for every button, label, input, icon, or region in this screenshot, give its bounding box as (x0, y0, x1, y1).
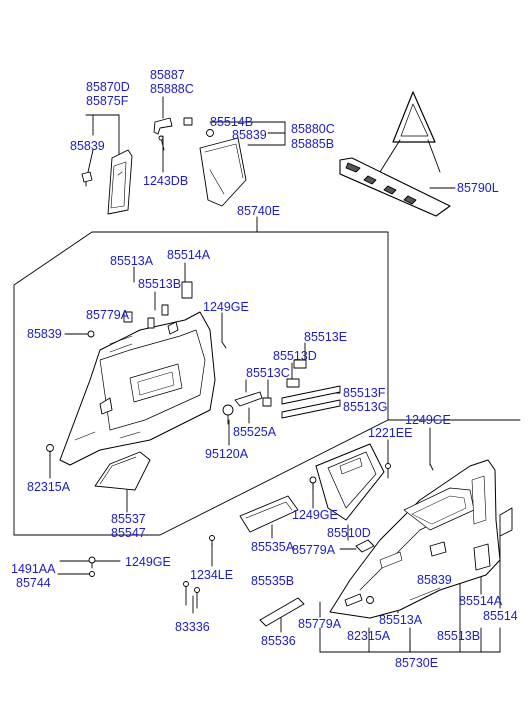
label-1221EE: 1221EE (368, 426, 413, 440)
label-85779A: 85779A (86, 308, 130, 322)
side-cover-part (94, 451, 151, 491)
label-82315A: 82315A (347, 629, 391, 643)
luggage-tray-part (315, 443, 385, 521)
label-85875F: 85875F (86, 94, 129, 108)
label-85514B: 85514B (210, 115, 254, 129)
label-1249GE: 1249GE (125, 555, 171, 569)
label-85513C: 85513C (246, 366, 290, 380)
pillar-trim-part (107, 149, 133, 215)
cover-part (183, 117, 247, 207)
label-85870D: 85870D (86, 80, 130, 94)
label-85547: 85547 (111, 526, 146, 540)
right-quarter-trim (329, 459, 513, 619)
label-85740E: 85740E (237, 204, 281, 218)
label-85880C: 85880C (291, 122, 335, 136)
label-85514A: 85514A (459, 594, 503, 608)
label-85513F: 85513F (343, 386, 386, 400)
label-1491AA: 1491AA (11, 562, 56, 576)
label-85537: 85537 (111, 512, 146, 526)
fasteners-right (309, 463, 434, 491)
label-85513B: 85513B (138, 277, 182, 291)
fasteners-left (46, 330, 227, 457)
label-85744: 85744 (16, 576, 51, 590)
label-82315A: 82315A (27, 480, 71, 494)
hook-bracket-part (222, 379, 263, 425)
warning-triangle-kit (339, 91, 451, 217)
fasteners-bottom-right (344, 593, 374, 607)
label-85513G: 85513G (343, 400, 388, 414)
label-85730E: 85730E (395, 656, 439, 670)
label-85536: 85536 (261, 634, 296, 648)
label-85839: 85839 (417, 573, 452, 587)
clip-set-part (183, 581, 200, 609)
left-quarter-trim (59, 311, 216, 466)
label-85839: 85839 (70, 139, 105, 153)
label-plates (123, 281, 341, 419)
label-85510D: 85510D (327, 526, 371, 540)
label-83336: 83336 (175, 620, 210, 634)
label-85514: 85514 (483, 609, 518, 623)
label-95120A: 95120A (205, 447, 249, 461)
label-1249GE: 1249GE (405, 413, 451, 427)
label-85887: 85887 (150, 68, 185, 82)
label-85535B: 85535B (251, 574, 295, 588)
label-1243DB: 1243DB (143, 174, 189, 188)
fasteners-bottom-left (88, 535, 215, 577)
label-85535A: 85535A (251, 540, 295, 554)
label-85513A: 85513A (379, 613, 423, 627)
clip-part (81, 171, 93, 187)
handle-part (355, 539, 375, 553)
label-85888C: 85888C (150, 82, 194, 96)
label-85525A: 85525A (233, 425, 277, 439)
label-85513A: 85513A (110, 254, 154, 268)
label-85513D: 85513D (273, 349, 317, 363)
leader-lines (13, 96, 521, 653)
label-1249GE: 1249GE (203, 300, 249, 314)
label-85790L: 85790L (457, 181, 499, 195)
label-85514A: 85514A (167, 248, 211, 262)
label-85885B: 85885B (291, 137, 335, 151)
label-1249GE: 1249GE (292, 508, 338, 522)
label-85779A: 85779A (292, 543, 336, 557)
label-85779A: 85779A (298, 617, 342, 631)
label-1234LE: 1234LE (190, 568, 234, 582)
trim-strip-part (259, 597, 305, 627)
label-85513B: 85513B (437, 629, 481, 643)
bracket-plate-part (239, 495, 299, 533)
label-85513E: 85513E (304, 330, 348, 344)
label-85839: 85839 (27, 327, 62, 341)
bracket-part (153, 117, 173, 151)
label-85839: 85839 (232, 128, 267, 142)
